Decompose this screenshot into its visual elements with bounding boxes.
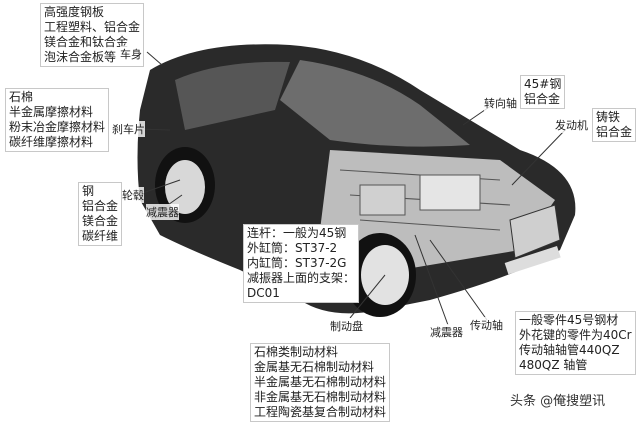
text-line: 一般零件45号钢材 xyxy=(519,313,619,327)
label-steering: 转向轴 xyxy=(484,95,517,111)
text-line: 工程陶瓷基复合制动材料 xyxy=(254,405,387,419)
watermark: 头条 @俺搜塑讯 xyxy=(510,394,606,409)
text-line: 石棉 xyxy=(9,90,34,104)
text-line: 外缸筒：ST37-2 xyxy=(247,241,338,255)
label-driveshaft: 传动轴 xyxy=(470,317,503,333)
text-line: 铸铁 xyxy=(596,110,621,124)
engine-material-box: 铸铁 铝合金 xyxy=(592,108,637,142)
grille xyxy=(509,204,561,259)
text-line: 金属基无石棉制动材料 xyxy=(254,360,375,374)
text-line: 碳纤维摩擦材料 xyxy=(9,135,94,149)
shock-material-box: 连杆：一般为45钢 外缸筒：ST37-2 内缸筒：ST37-2G 减振器上面的支… xyxy=(243,224,360,303)
engine-components xyxy=(339,169,511,231)
text-line: 镁合金 xyxy=(82,214,119,228)
label-brake-disc: 制动盘 xyxy=(330,318,363,334)
text-line: 铝合金 xyxy=(82,199,119,213)
text-line: 镁合金和钛合金 xyxy=(44,35,129,49)
brake-pad-material-box: 石棉 半金属摩擦材料 粉末冶金摩擦材料 碳纤维摩擦材料 xyxy=(5,88,110,152)
text-line: 半金属摩擦材料 xyxy=(9,105,94,119)
hub-material-box: 钢 铝合金 镁合金 碳纤维 xyxy=(78,182,123,246)
license-plate xyxy=(504,245,561,275)
text-line: 粉末冶金摩擦材料 xyxy=(9,120,106,134)
body-material-box: 高强度钢板 工程塑料、铝合金 镁合金和钛合金 泡沫合金板等 xyxy=(40,3,145,67)
text-line: 钢 xyxy=(82,184,95,198)
windshield xyxy=(280,60,470,147)
text-line: 铝合金 xyxy=(524,92,561,106)
text-line: 泡沫合金板等 xyxy=(44,50,117,64)
side-windows xyxy=(175,61,290,130)
text-line: 非金属基无石棉制动材料 xyxy=(254,390,387,404)
text-line: 连杆：一般为45钢 xyxy=(247,226,347,240)
text-line: 传动轴轴管440QZ xyxy=(519,343,620,357)
label-shock-rear: 减震器 xyxy=(430,324,463,340)
text-line: 内缸筒：ST37-2G xyxy=(247,256,347,270)
text-line: 外花键的零件为40Cr xyxy=(519,328,632,342)
label-engine: 发动机 xyxy=(555,117,588,133)
text-line: 半金属基无石棉制动材料 xyxy=(254,375,387,389)
leader-lines xyxy=(136,51,566,326)
text-line: 减振器上面的支架： xyxy=(247,271,356,285)
brake-disc-material-box: 石棉类制动材料 金属基无石棉制动材料 半金属基无石棉制动材料 非金属基无石棉制动… xyxy=(250,343,391,422)
label-body: 车身 xyxy=(120,46,142,62)
text-line: 45#钢 xyxy=(524,77,562,91)
driveshaft-material-box: 一般零件45号钢材 外花键的零件为40Cr 传动轴轴管440QZ 480QZ 轴… xyxy=(515,311,636,375)
text-line: DC01 xyxy=(247,286,280,300)
text-line: 碳纤维 xyxy=(82,229,119,243)
text-line: 石棉类制动材料 xyxy=(254,345,339,359)
steering-material-box: 45#钢 铝合金 xyxy=(520,75,566,109)
text-line: 480QZ 轴管 xyxy=(519,358,588,372)
text-line: 高强度钢板 xyxy=(44,5,105,19)
label-hub: 轮毂 xyxy=(122,187,144,203)
label-brake-pad: 刹车片 xyxy=(112,121,145,137)
text-line: 铝合金 xyxy=(596,125,633,139)
label-shock-front: 减震器 xyxy=(146,204,179,220)
text-line: 工程塑料、铝合金 xyxy=(44,20,141,34)
